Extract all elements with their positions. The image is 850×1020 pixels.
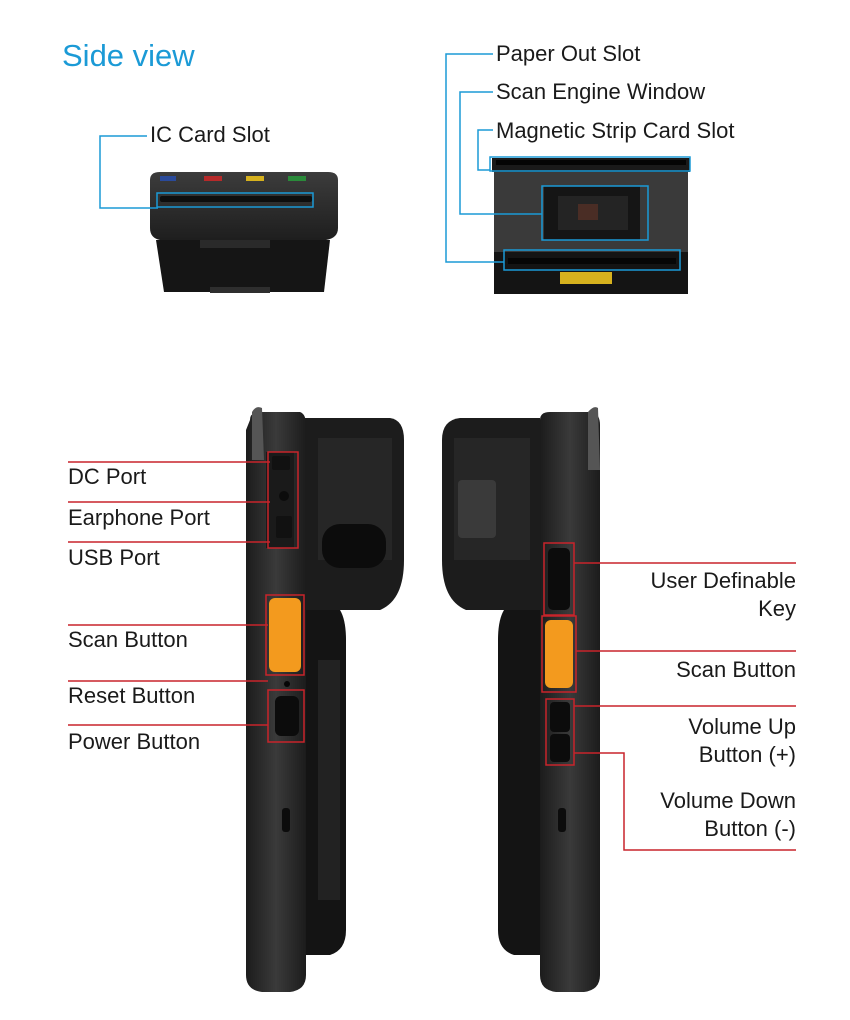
label-user-definable-key-2: Key	[758, 596, 796, 621]
reset-button	[284, 681, 290, 687]
label-paper-out-slot: Paper Out Slot	[496, 41, 641, 66]
volume-up-button	[550, 702, 570, 732]
device-top-right-view	[492, 158, 690, 294]
label-volume-up-1: Volume Up	[688, 714, 796, 739]
label-ic-card-slot: IC Card Slot	[150, 122, 270, 147]
magnetic-strip-slot	[508, 258, 676, 264]
device-right-side-view	[442, 407, 600, 992]
label-scan-button-left: Scan Button	[68, 627, 188, 652]
scan-button-left	[269, 598, 301, 672]
page-title: Side view	[62, 38, 195, 73]
device-top-left-view	[150, 172, 338, 293]
volume-down-button	[550, 734, 570, 762]
power-button	[275, 696, 299, 736]
label-volume-up-2: Button (+)	[698, 742, 796, 767]
label-scan-button-right: Scan Button	[676, 657, 796, 682]
device-left-side-view	[246, 407, 404, 992]
label-reset-button: Reset Button	[68, 683, 196, 708]
label-user-definable-key-1: User Definable	[650, 568, 796, 593]
label-power-button: Power Button	[68, 729, 201, 754]
label-usb-port: USB Port	[68, 545, 160, 570]
scan-button-right	[545, 620, 573, 688]
label-scan-engine-window: Scan Engine Window	[496, 79, 706, 104]
label-earphone-port: Earphone Port	[68, 505, 210, 530]
user-definable-key	[548, 548, 570, 610]
label-magnetic-strip-card-slot: Magnetic Strip Card Slot	[496, 118, 735, 143]
label-dc-port: DC Port	[68, 464, 147, 489]
label-volume-down-1: Volume Down	[660, 788, 796, 813]
label-volume-down-2: Button (-)	[704, 816, 796, 841]
paper-out-slot	[496, 160, 686, 165]
ic-card-slot	[160, 196, 312, 202]
